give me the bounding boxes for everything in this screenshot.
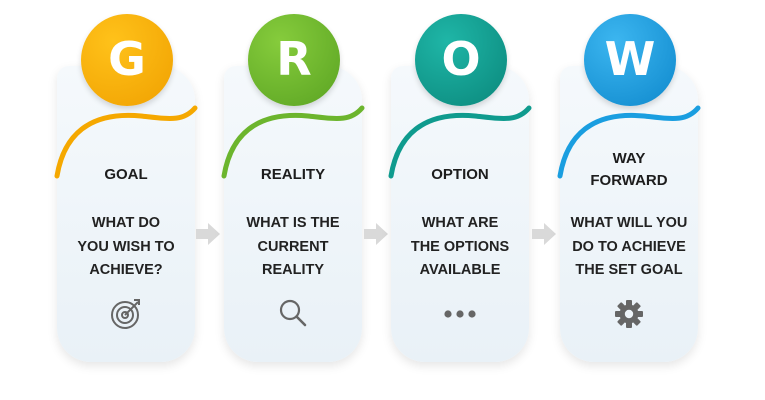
gear-icon	[609, 294, 649, 334]
letter-circle: O	[415, 14, 507, 106]
arrow-right-icon	[196, 223, 220, 245]
step-title: GOAL	[104, 166, 148, 183]
step-letter: W	[604, 32, 656, 86]
step-title: OPTION	[431, 166, 489, 183]
step-card-way-forward: W WAY FORWARD WHAT WILL YOU DO TO ACHIEV…	[557, 14, 701, 362]
step-description: WHAT WILL YOU DO TO ACHIEVE THE SET GOAL	[570, 215, 688, 278]
swoosh-decoration	[557, 105, 701, 179]
more-dots-icon	[440, 294, 480, 334]
step-letter: O	[441, 32, 481, 86]
swoosh-decoration	[221, 105, 365, 179]
step-description: WHAT IS THE CURRENT REALITY	[246, 215, 340, 278]
arrow-right-icon	[532, 223, 556, 245]
step-title: WAY FORWARD	[590, 150, 668, 189]
letter-circle: W	[584, 14, 676, 106]
step-letter: G	[108, 32, 146, 86]
step-card-reality: R REALITY WHAT IS THE CURRENT REALITY	[221, 14, 365, 362]
step-card-goal: G GOAL WHAT DO YOU WISH TO ACHIEVE?	[54, 14, 198, 362]
swoosh-decoration	[388, 105, 532, 179]
step-description: WHAT DO YOU WISH TO ACHIEVE?	[77, 215, 175, 278]
swoosh-decoration	[54, 105, 198, 179]
step-title: REALITY	[260, 166, 326, 183]
step-description: WHAT ARE THE OPTIONS AVAILABLE	[410, 215, 510, 278]
step-letter: R	[276, 32, 312, 86]
target-icon	[106, 294, 146, 334]
magnifier-icon	[273, 294, 313, 334]
arrow-right-icon	[364, 223, 388, 245]
letter-circle: R	[248, 14, 340, 106]
step-card-option: O OPTION WHAT ARE THE OPTIONS AVAILABLE	[388, 14, 532, 362]
letter-circle: G	[81, 14, 173, 106]
